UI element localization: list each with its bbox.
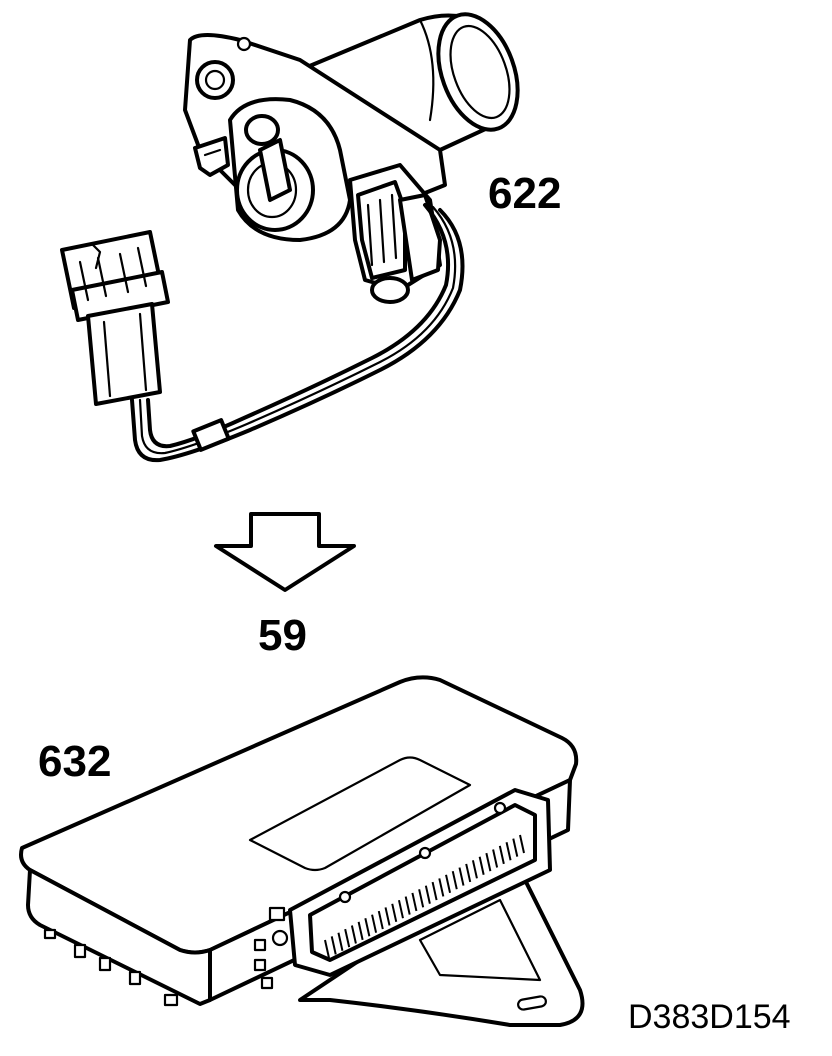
connector-pin (465, 863, 472, 883)
connector-pin (344, 928, 351, 948)
connector-pins (324, 834, 525, 959)
connector-pin (357, 921, 364, 941)
connector-pin (418, 889, 425, 908)
plug-connector (60, 230, 170, 406)
motor-assembly (183, 12, 520, 304)
figure-reference: D383D154 (628, 998, 791, 1036)
connector-pin (519, 834, 525, 854)
connector-pin (364, 918, 371, 937)
connector-pin (498, 845, 505, 865)
connector-pin (445, 874, 452, 894)
control-unit (19, 675, 585, 1027)
label-632: 632 (38, 737, 112, 786)
label-622: 622 (488, 169, 562, 218)
connector-pin (471, 860, 478, 879)
connector-pin (324, 939, 330, 959)
connector-pin (377, 910, 384, 930)
connector-pin (397, 899, 404, 919)
label-59: 59 (258, 611, 307, 660)
down-arrow-icon (214, 512, 356, 592)
connector-pin (438, 878, 445, 897)
connector-pin (350, 925, 357, 944)
connector-pin (391, 903, 398, 923)
connector-pin (492, 849, 499, 868)
connector-pin (424, 885, 431, 904)
connector-pin (451, 870, 458, 890)
wire-harness (130, 203, 465, 463)
connector-pin (404, 896, 411, 915)
connector-pin (371, 914, 378, 933)
connector-pin (485, 852, 492, 872)
connector-pin (431, 881, 438, 901)
connector-pin (330, 936, 337, 955)
connector-pin (384, 907, 391, 926)
connector-pin (512, 838, 519, 857)
connector-pin (337, 932, 344, 951)
connector-pin (505, 842, 512, 861)
connector-pin (411, 892, 418, 912)
connector-pin (458, 867, 465, 886)
connector-pin (478, 856, 485, 875)
